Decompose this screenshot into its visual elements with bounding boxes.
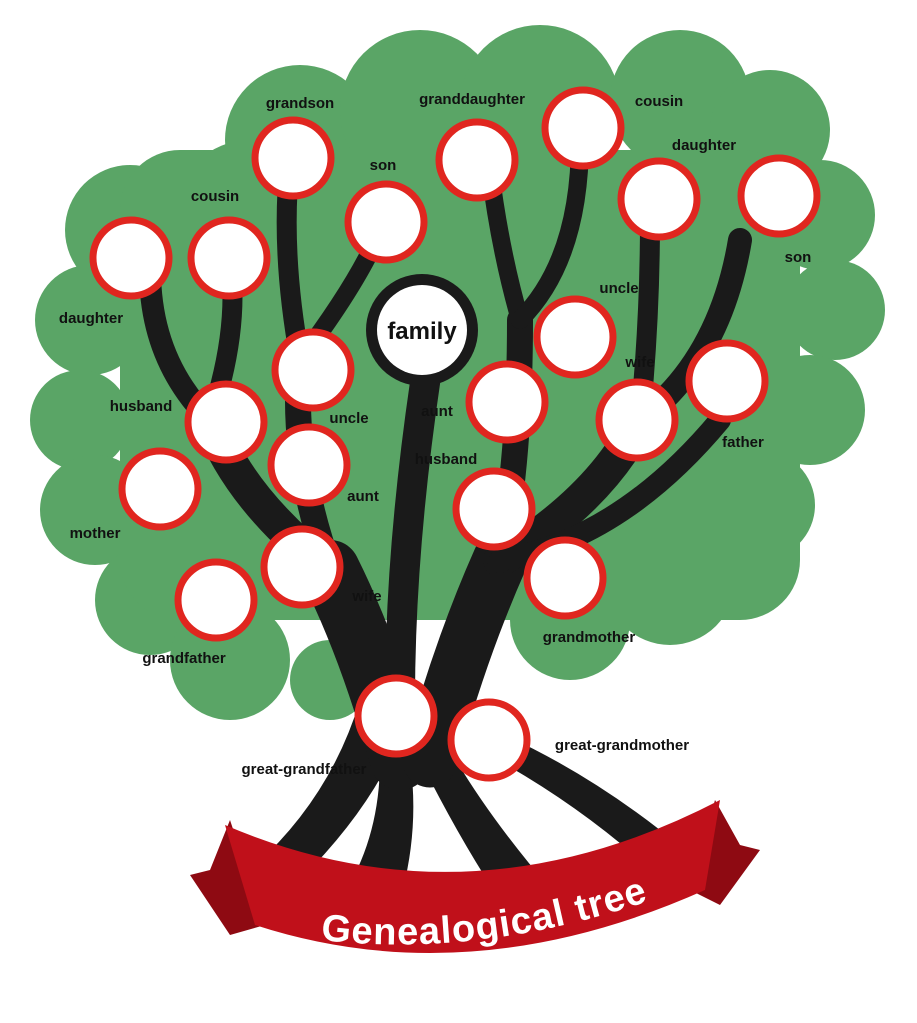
family-center-node: family	[366, 274, 478, 386]
frame-aunt-left[interactable]	[267, 423, 351, 507]
family-label: family	[387, 318, 457, 345]
label-great-grandmother: great-grandmother	[555, 737, 689, 754]
label-husband-right: husband	[415, 451, 478, 468]
label-son-right: son	[785, 249, 812, 266]
frame-great-grandmother[interactable]	[447, 698, 531, 782]
label-cousin-left: cousin	[191, 188, 239, 205]
label-great-grandfather: great-grandfather	[241, 761, 366, 778]
frame-husband-right[interactable]	[452, 467, 536, 551]
frame-son-top[interactable]	[344, 180, 428, 264]
frame-cousin-top[interactable]	[541, 86, 625, 170]
label-mother: mother	[70, 525, 121, 542]
frame-grandmother[interactable]	[523, 536, 607, 620]
label-daughter-top: daughter	[672, 137, 736, 154]
frame-uncle-right[interactable]	[533, 295, 617, 379]
frame-granddaughter[interactable]	[435, 118, 519, 202]
label-grandson: grandson	[266, 95, 334, 112]
label-uncle-right: uncle	[599, 280, 638, 297]
label-son-top: son	[370, 157, 397, 174]
label-daughter-left: daughter	[59, 310, 123, 327]
frame-mother[interactable]	[118, 447, 202, 531]
frame-uncle-left[interactable]	[271, 328, 355, 412]
frame-daughter-top[interactable]	[617, 157, 701, 241]
title-banner: Genealogical tree	[190, 800, 760, 954]
frame-son-right[interactable]	[737, 154, 821, 238]
label-grandmother: grandmother	[543, 629, 636, 646]
frame-father[interactable]	[685, 339, 769, 423]
label-granddaughter: granddaughter	[419, 91, 525, 108]
frame-wife-left[interactable]	[260, 525, 344, 609]
label-cousin-top: cousin	[635, 93, 683, 110]
frame-daughter-left[interactable]	[89, 216, 173, 300]
frame-cousin-left[interactable]	[187, 216, 271, 300]
frame-great-grandfather[interactable]	[354, 674, 438, 758]
label-aunt-right: aunt	[421, 403, 453, 420]
label-grandfather: grandfather	[142, 650, 226, 667]
label-wife-left: wife	[351, 588, 381, 605]
frame-grandfather[interactable]	[174, 558, 258, 642]
frame-wife-right[interactable]	[595, 378, 679, 462]
label-wife-right: wife	[624, 354, 654, 371]
label-aunt-left: aunt	[347, 488, 379, 505]
frame-husband-left[interactable]	[184, 380, 268, 464]
frame-grandson[interactable]	[251, 116, 335, 200]
photo-frames	[89, 86, 821, 782]
label-husband-left: husband	[110, 398, 173, 415]
label-father: father	[722, 434, 764, 451]
label-uncle-left: uncle	[329, 410, 368, 427]
relation-labels: grandson granddaughter cousin daughter c…	[59, 91, 811, 778]
frame-aunt-right[interactable]	[465, 360, 549, 444]
